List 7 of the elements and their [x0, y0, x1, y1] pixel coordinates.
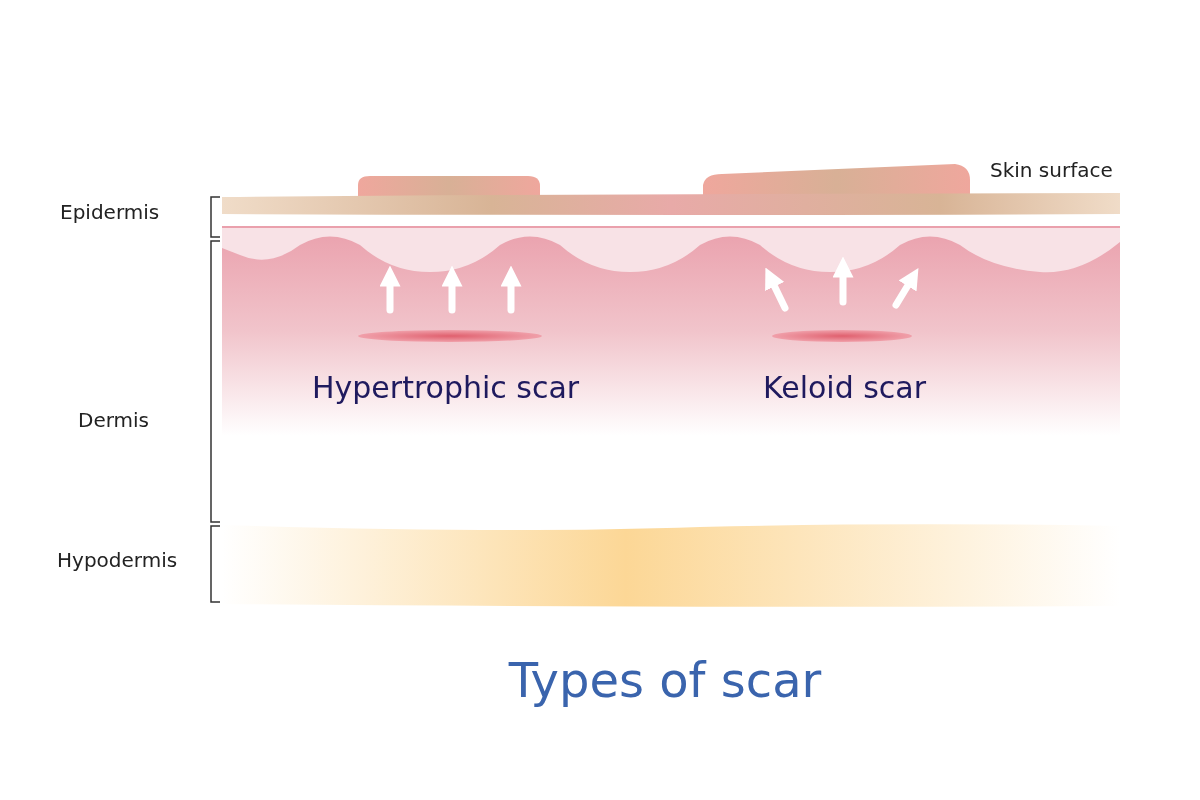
- scar-label: Keloid scar: [763, 370, 927, 406]
- layer-label: Dermis: [78, 408, 150, 432]
- title: Types of scar: [507, 652, 823, 708]
- layer-label: Epidermis: [60, 200, 160, 224]
- scar-label: Hypertrophic scar: [312, 370, 580, 406]
- layer-label: Skin surface: [990, 158, 1113, 182]
- layer-label: Hypodermis: [57, 548, 178, 572]
